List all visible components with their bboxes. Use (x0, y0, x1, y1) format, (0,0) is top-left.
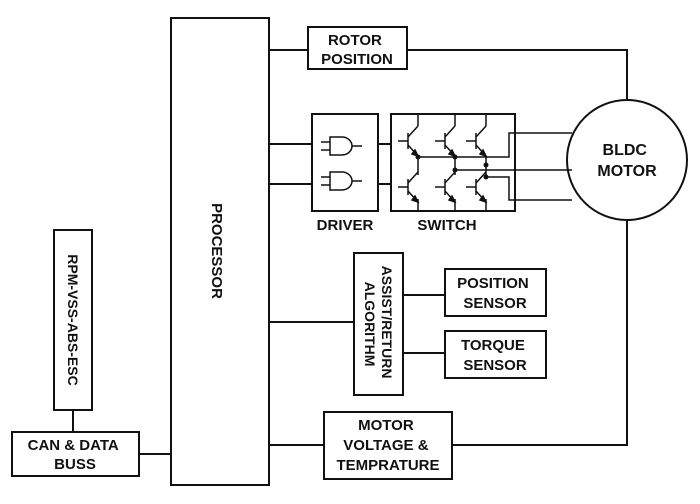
torque-sensor-label: TORQUE SENSOR (461, 337, 529, 374)
wire-voltage-motor (452, 220, 628, 446)
torque-sensor-line-2: SENSOR (463, 357, 527, 374)
wire-rotor-motor (407, 49, 628, 100)
transistor-icon (435, 125, 457, 158)
driver-label: DRIVER (317, 217, 374, 234)
assist-return-algorithm-block (353, 252, 404, 396)
position-sensor-label: POSITION SENSOR (457, 275, 533, 312)
processor-block (170, 17, 270, 486)
driver-block (311, 113, 379, 212)
position-sensor-line-2: SENSOR (463, 295, 527, 312)
bldc-motor-circle (566, 99, 688, 221)
assist-return-line-1: ASSIST/RETURN (379, 266, 395, 379)
transistor-icon (398, 171, 420, 204)
motor-voltage-line-3: TEMPRATURE (336, 457, 439, 474)
bldc-motor-line-1: BLDC (603, 142, 648, 159)
torque-sensor-line-1: TORQUE (461, 337, 525, 354)
switch-phase-wiring (417, 114, 572, 211)
switch-label: SWITCH (417, 217, 476, 234)
junction-dots (415, 154, 489, 180)
bldc-motor-label: BLDC MOTOR (597, 142, 657, 180)
rpm-vss-abs-esc-label: RPM-VSS-ABS-ESC (65, 254, 81, 385)
and-gate-icon (321, 136, 362, 156)
rotor-position-line-1: ROTOR (328, 32, 382, 49)
transistor-icon (466, 125, 488, 158)
torque-sensor-block (444, 330, 547, 379)
can-data-line-2: BUSS (54, 456, 96, 473)
can-data-buss-label: CAN & DATA BUSS (28, 437, 123, 473)
assist-return-line-2: ALGORITHM (362, 282, 378, 367)
can-data-line-1: CAN & DATA (28, 437, 119, 454)
transistor-icon (435, 171, 457, 204)
switch-block (390, 113, 516, 212)
motor-voltage-line-2: VOLTAGE & (343, 437, 428, 454)
and-gate-icon (321, 171, 362, 191)
assist-return-label: ASSIST/RETURN ALGORITHM (362, 266, 395, 383)
bldc-motor-line-2: MOTOR (597, 163, 657, 180)
position-sensor-block (444, 268, 547, 317)
rotor-position-line-2: POSITION (321, 51, 393, 68)
processor-label: PROCESSOR (208, 203, 225, 299)
transistor-icon (398, 125, 420, 158)
position-sensor-line-1: POSITION (457, 275, 529, 292)
motor-voltage-temp-label: MOTOR VOLTAGE & TEMPRATURE (336, 417, 439, 474)
rotor-position-block (307, 26, 408, 70)
transistor-icon (466, 171, 488, 204)
motor-voltage-line-1: MOTOR (358, 417, 414, 434)
rotor-position-label: ROTOR POSITION (321, 32, 393, 68)
